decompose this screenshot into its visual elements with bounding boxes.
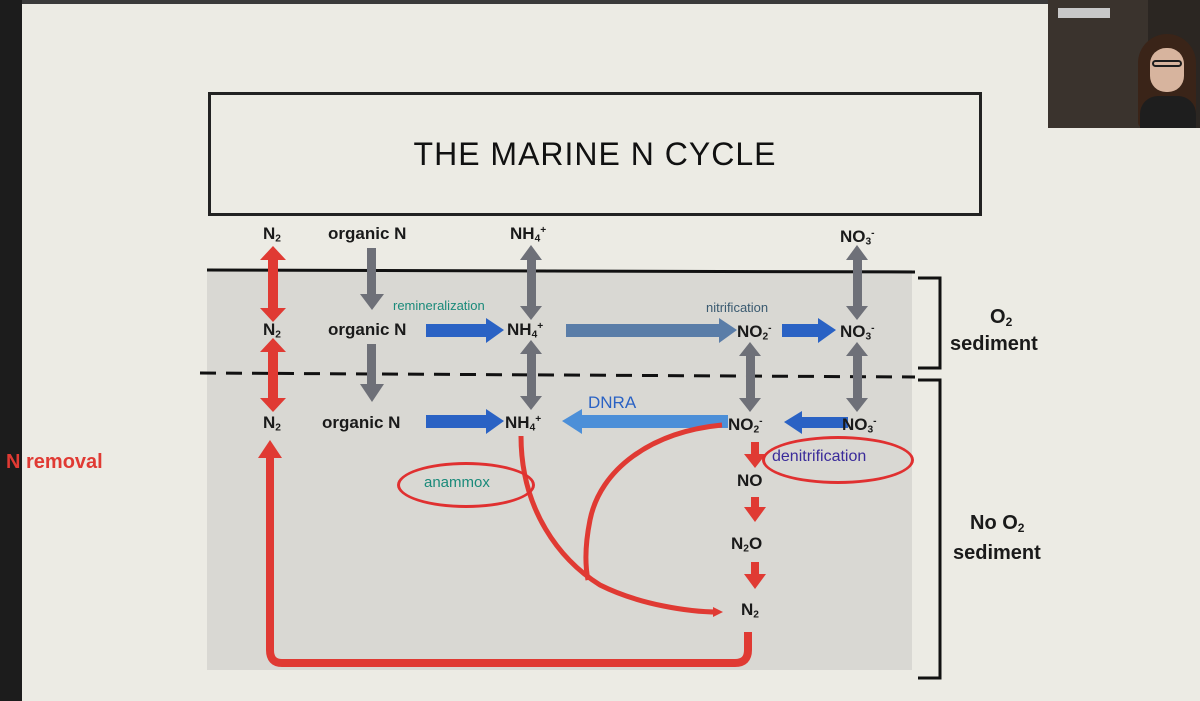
- n2-exchange-arrow-top: [260, 246, 286, 322]
- ammonification-arrow-anoxic: [426, 409, 504, 434]
- n-removal-return-arrowhead: [258, 440, 282, 458]
- label-no3-anoxic: NO3-: [842, 415, 877, 436]
- label-nitrification: nitrification: [706, 300, 769, 315]
- label-n2-anoxic: N2: [263, 413, 281, 434]
- webcam-video-tile[interactable]: [1048, 0, 1200, 128]
- slide-title-box: THE MARINE N CYCLE: [208, 92, 982, 216]
- label-nh4-water: NH4+: [510, 224, 547, 245]
- no3-exchange-arrow-mid: [846, 342, 868, 412]
- zone-label-anoxic-line2: sediment: [953, 542, 1041, 564]
- nh4-exchange-arrow-top: [520, 245, 542, 320]
- label-n2-final: N2: [741, 600, 759, 621]
- label-nh4-anoxic: NH4+: [505, 413, 542, 434]
- zone-label-oxic-line1: O2: [990, 306, 1013, 329]
- anammox-oval: [397, 462, 535, 508]
- label-no: NO: [737, 471, 763, 490]
- denitrification-step-3: [744, 562, 766, 589]
- organic-n-sink-arrow-top: [360, 248, 384, 310]
- denitrification-step-2: [744, 497, 766, 522]
- nh4-exchange-arrow-mid: [520, 340, 542, 410]
- n2-exchange-arrow-mid: [260, 338, 286, 412]
- label-no3-water: NO3-: [840, 227, 875, 248]
- window-edge: [0, 0, 22, 701]
- label-nh4-oxic: NH4+: [507, 320, 544, 341]
- no2-exchange-arrow-mid: [739, 342, 761, 412]
- organic-n-sink-arrow-mid: [360, 344, 384, 402]
- label-no2-oxic: NO2-: [737, 322, 772, 343]
- webcam-wall-frame: [1058, 8, 1110, 18]
- webcam-presenter-body: [1140, 96, 1196, 128]
- denitrification-oval: [762, 436, 914, 484]
- label-no2-anoxic: NO2-: [728, 415, 763, 436]
- webcam-presenter-face: [1150, 48, 1184, 92]
- oxic-anoxic-boundary: [199, 371, 916, 379]
- label-organic-n-anoxic: organic N: [322, 413, 401, 432]
- zone-label-oxic-line2: sediment: [950, 333, 1038, 355]
- nitrification-arrow-1: [566, 318, 737, 343]
- denitrification-step-1: [744, 442, 766, 468]
- label-dnra: DNRA: [588, 393, 637, 412]
- slide-title: THE MARINE N CYCLE: [413, 135, 777, 172]
- label-organic-n-water: organic N: [328, 224, 407, 243]
- oxic-zone-bracket: [918, 276, 942, 370]
- webcam-presenter-glasses: [1152, 60, 1182, 67]
- remineralization-arrow: [426, 318, 504, 343]
- nitrification-arrow-2: [782, 318, 836, 343]
- sediment-surface-line: [206, 268, 916, 274]
- n-removal-return-arrow: [266, 455, 752, 667]
- webcam-background: [1048, 0, 1148, 128]
- no3-to-no2-arrow: [784, 411, 848, 434]
- zone-label-anoxic-line1: No O2: [970, 512, 1025, 535]
- no3-exchange-arrow-top: [846, 245, 868, 320]
- label-n2-oxic: N2: [263, 320, 281, 341]
- label-anammox: anammox: [424, 474, 490, 491]
- anammox-curve-no2: [583, 422, 723, 581]
- n-removal-label: N removal: [6, 451, 103, 473]
- dnra-arrow: [562, 409, 728, 434]
- label-denitrification: denitrification: [772, 448, 867, 465]
- label-n2o: N2O: [731, 534, 763, 555]
- anoxic-zone-bracket: [918, 378, 942, 680]
- label-remineralization: remineralization: [393, 298, 485, 313]
- label-no3-oxic: NO3-: [840, 322, 875, 343]
- label-organic-n-oxic: organic N: [328, 320, 407, 339]
- window-top-edge: [22, 0, 1200, 6]
- label-n2-water: N2: [263, 224, 281, 245]
